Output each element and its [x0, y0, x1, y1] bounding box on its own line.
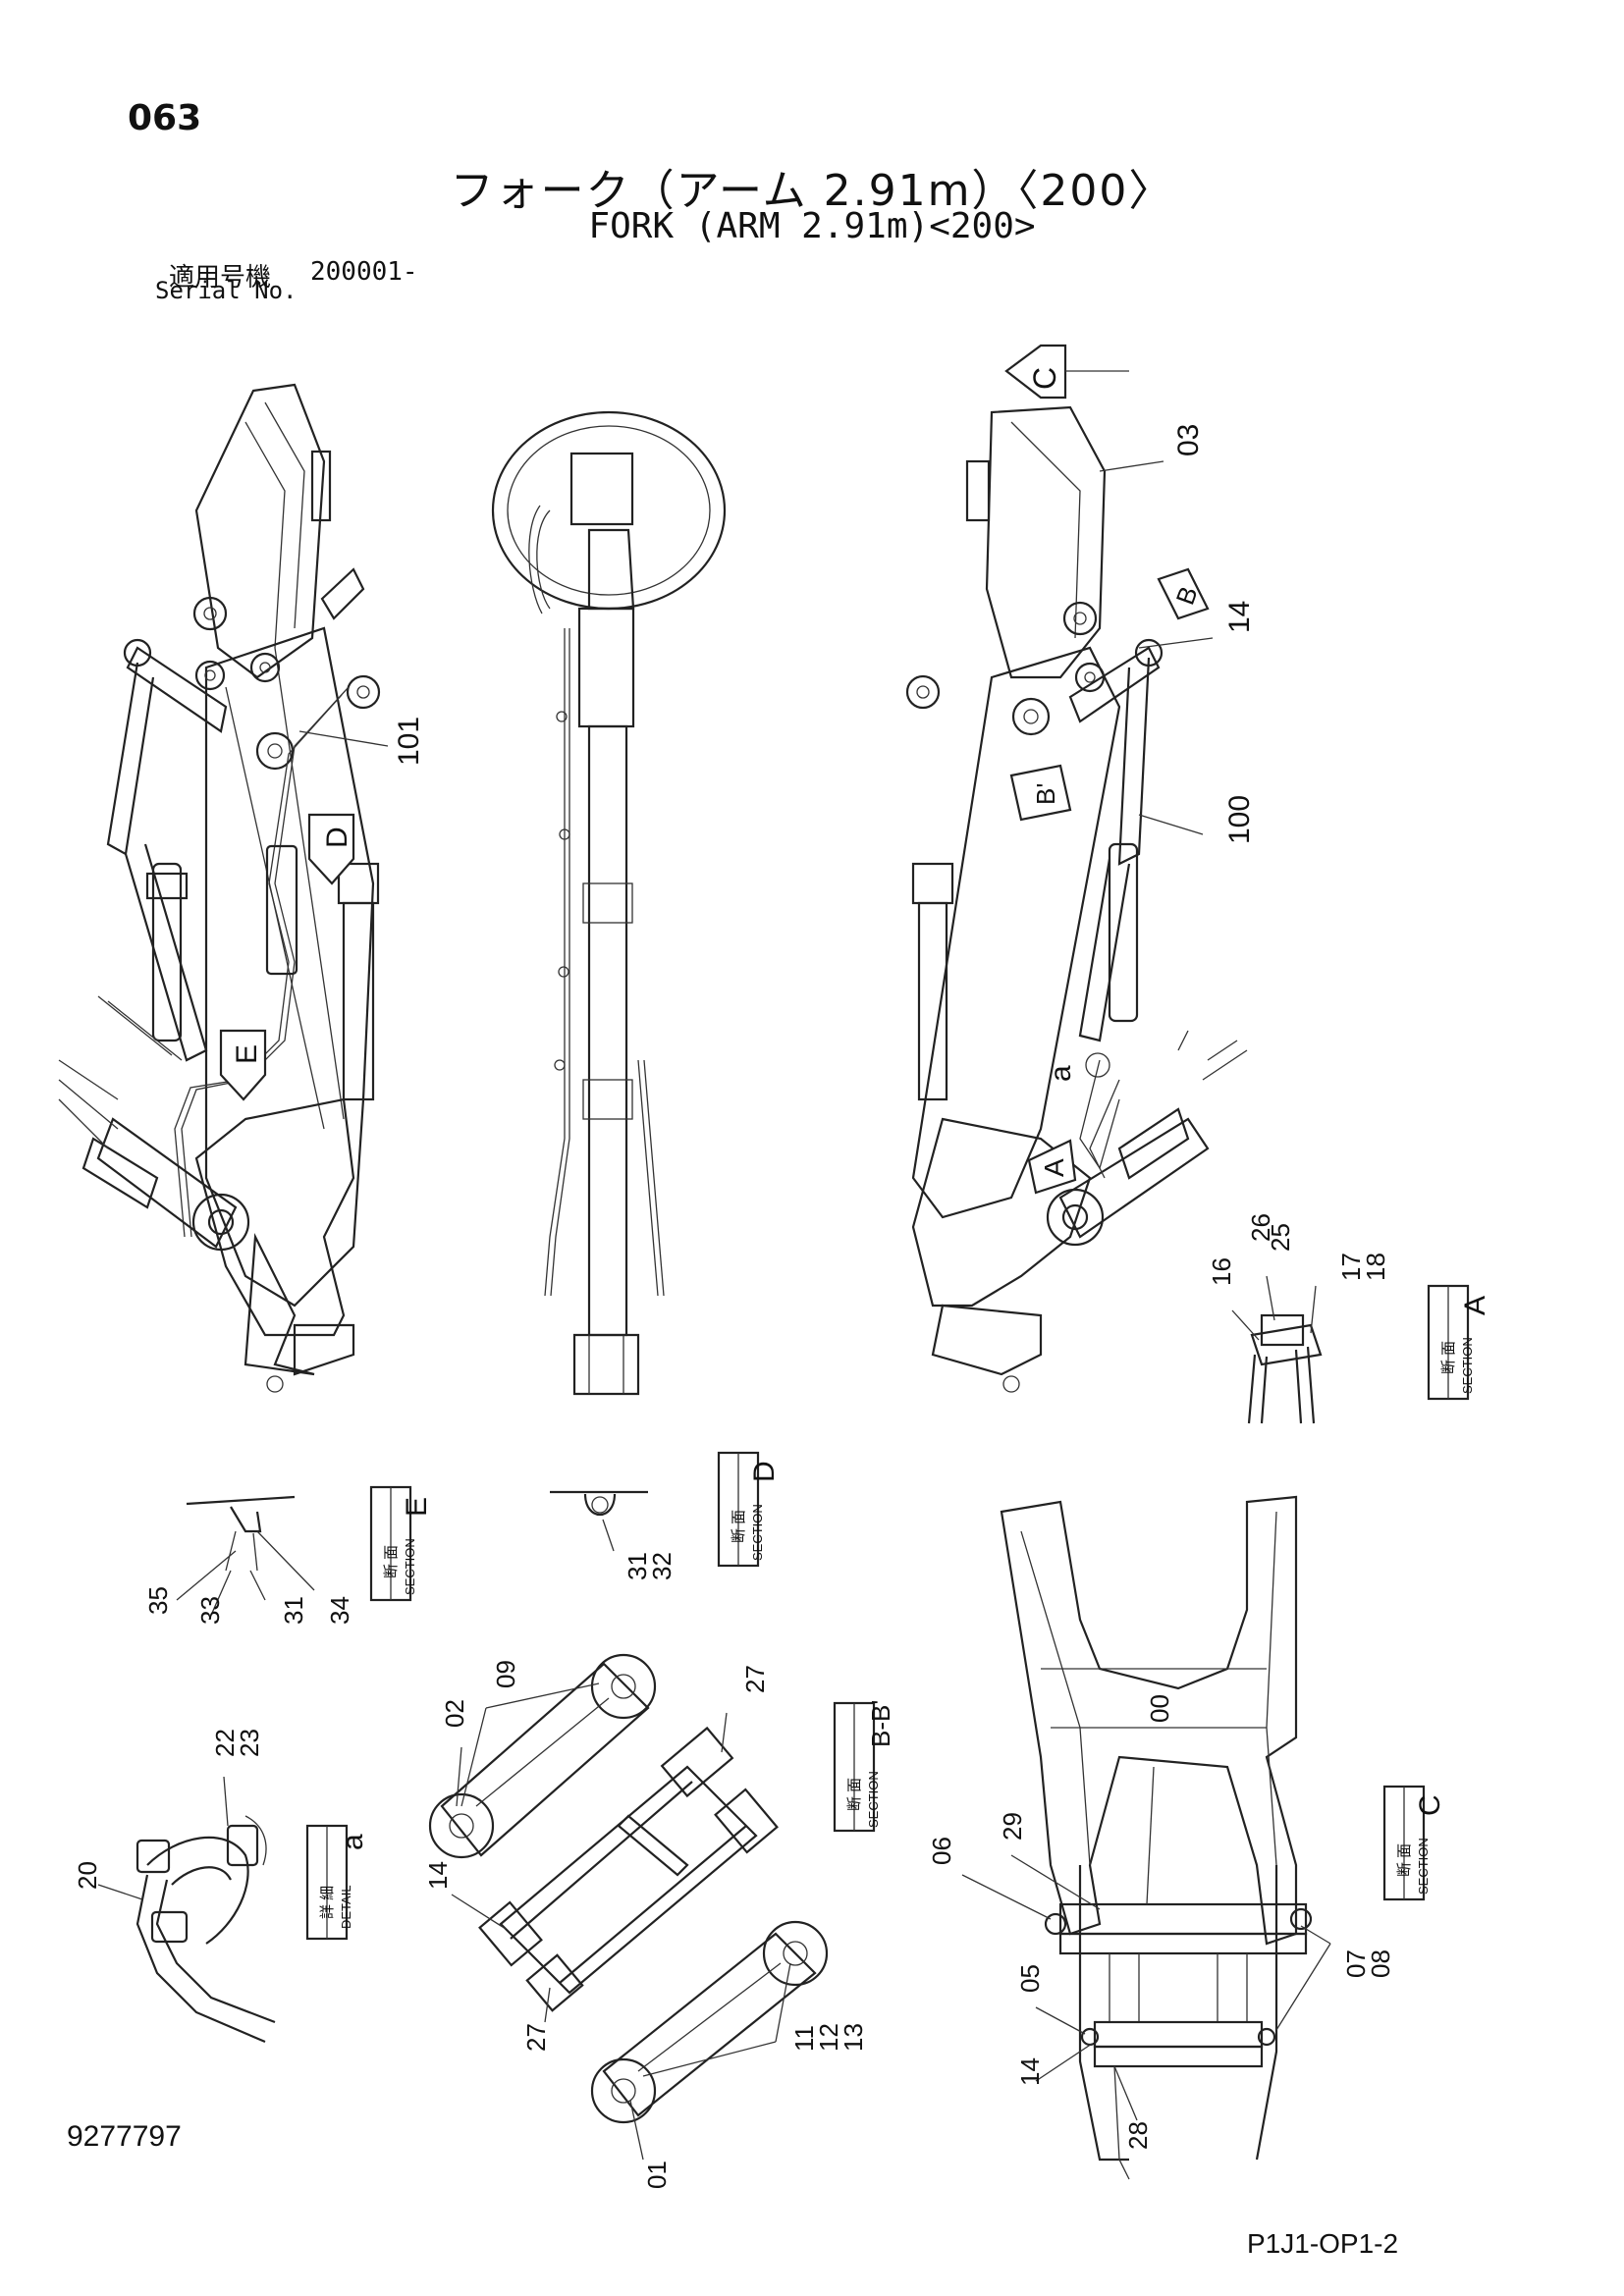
- callout-23: 23: [235, 1729, 264, 1757]
- section-bb-jp: 断 面: [846, 1778, 863, 1811]
- callout-14-c: 14: [1015, 2057, 1045, 2086]
- callout-16: 16: [1207, 1257, 1236, 1286]
- section-e-letter: E: [401, 1497, 433, 1517]
- marker-e: E: [231, 1044, 263, 1064]
- marker-b-prime: B': [1031, 783, 1060, 805]
- section-e-word: SECTION: [403, 1538, 417, 1595]
- callout-20: 20: [73, 1861, 102, 1890]
- serial-label-japanese: 適用号機: [169, 263, 272, 293]
- section-a-jp: 断 面: [1440, 1341, 1457, 1374]
- section-d-jp: 断 面: [731, 1510, 747, 1543]
- section-e: 35 33 31 34 断 面 SECTION E: [143, 1485, 433, 1625]
- callout-100: 100: [1223, 795, 1256, 844]
- marker-a: A: [1039, 1158, 1069, 1177]
- section-c-letter: C: [1414, 1794, 1446, 1816]
- callout-18: 18: [1361, 1253, 1390, 1281]
- callout-27-bot: 27: [521, 2023, 551, 2052]
- section-a-letter: A: [1459, 1296, 1491, 1315]
- detail-a-letter: a: [337, 1834, 369, 1850]
- callout-11: 11: [789, 2025, 819, 2052]
- title-english: FORK (ARM 2.91m)<200>: [588, 206, 1036, 246]
- section-a: 16 26 25 17 18 断 面 SECTION A: [1207, 1213, 1491, 1424]
- callout-28: 28: [1123, 2121, 1153, 2150]
- left-side-view: D E 101: [58, 383, 425, 1393]
- model-code: P1J1-OP1-2: [1247, 2228, 1399, 2259]
- callout-32: 32: [647, 1552, 677, 1580]
- callout-14-top: 14: [1223, 601, 1256, 633]
- section-c-word: SECTION: [1416, 1838, 1431, 1895]
- section-bb-letter: B-B': [866, 1700, 895, 1747]
- serial-value: 200001-: [310, 257, 418, 287]
- serial-label-english: Serial No.: [155, 277, 298, 304]
- callout-01: 01: [642, 2161, 672, 2189]
- detail-a: 22 23 20 詳 細 DETAIL a: [73, 1729, 369, 2044]
- marker-a-detail: a: [1045, 1065, 1077, 1082]
- callout-29: 29: [998, 1812, 1027, 1841]
- callout-05: 05: [1015, 1964, 1045, 1993]
- center-front-view: [491, 410, 727, 1396]
- section-c: 00 06 29 07 08 05 14 28 断 面 SECTION C: [927, 1495, 1446, 2180]
- callout-13: 13: [839, 2023, 868, 2052]
- section-c-jp: 断 面: [1396, 1843, 1413, 1877]
- callout-35: 35: [143, 1586, 173, 1615]
- right-side-view: a C B B' A 03 14 100: [905, 344, 1256, 1393]
- callout-17: 17: [1336, 1253, 1366, 1281]
- callout-31-e: 31: [279, 1596, 308, 1625]
- callout-33: 33: [195, 1596, 225, 1625]
- callout-14-bb: 14: [423, 1861, 453, 1890]
- callout-101: 101: [393, 717, 425, 766]
- title-japanese: フォーク（アーム 2.91m）〈200〉: [450, 166, 1174, 216]
- callout-09: 09: [491, 1660, 520, 1688]
- section-d-letter: D: [748, 1461, 781, 1482]
- callout-22: 22: [210, 1729, 240, 1757]
- callout-27-top: 27: [740, 1665, 770, 1693]
- page-number: 063: [128, 98, 202, 138]
- section-b-b: 02 09 27 14 27 11 12 13 01 断 面 SECTION B…: [423, 1653, 895, 2189]
- callout-02: 02: [440, 1699, 469, 1728]
- callout-26: 26: [1246, 1213, 1275, 1242]
- marker-c: C: [1027, 367, 1062, 390]
- section-e-jp: 断 面: [383, 1545, 400, 1578]
- callout-07: 07: [1341, 1949, 1371, 1978]
- section-a-word: SECTION: [1460, 1337, 1475, 1394]
- callout-03: 03: [1172, 424, 1205, 456]
- callout-31-d: 31: [623, 1552, 652, 1580]
- callout-34: 34: [325, 1596, 354, 1625]
- section-d-word: SECTION: [750, 1504, 765, 1561]
- callout-08: 08: [1366, 1949, 1395, 1978]
- detail-a-word: DETAIL: [339, 1885, 353, 1929]
- section-d: 31 32 断 面 SECTION D: [550, 1451, 781, 1580]
- callout-25: 25: [1266, 1223, 1295, 1252]
- detail-a-jp: 詳 細: [319, 1886, 336, 1919]
- drawing-number: 9277797: [67, 2120, 182, 2153]
- callout-00: 00: [1145, 1694, 1174, 1723]
- callout-12: 12: [814, 2023, 843, 2052]
- section-bb-word: SECTION: [866, 1771, 881, 1828]
- callout-06: 06: [927, 1837, 956, 1865]
- marker-d: D: [321, 827, 353, 848]
